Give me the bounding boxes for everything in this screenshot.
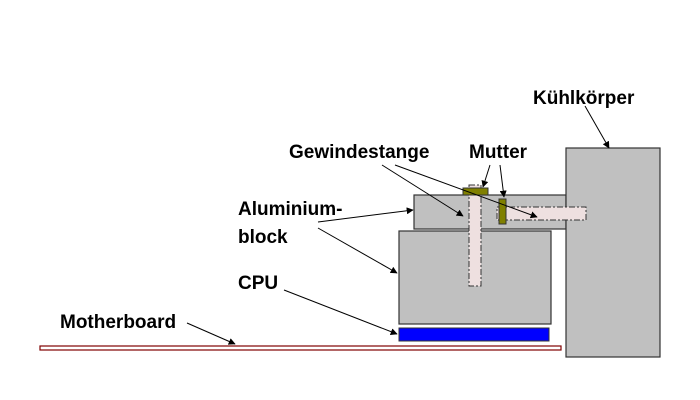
arrow-nut-2 [499,164,507,198]
label-nut: Mutter [469,142,528,163]
label-threaded-rod: Gewindestange [289,142,429,163]
threaded-rod-vertical [468,184,482,287]
nut-side [498,198,507,225]
arrow-heatsink [584,105,610,149]
heatsink [565,147,661,358]
arrow-cpu [283,289,398,335]
label-motherboard: Motherboard [60,312,176,333]
label-heatsink: Kühlkörper [533,88,635,109]
cpu [398,327,550,342]
label-cpu: CPU [238,273,278,294]
arrow-threaded-rod-1 [381,164,464,217]
arrow-motherboard [186,322,236,345]
motherboard [39,345,562,351]
threaded-rod-horizontal [496,206,587,221]
arrow-aluminium-2 [317,227,398,274]
arrow-aluminium-1 [317,207,414,223]
arrow-threaded-rod-2 [394,164,538,219]
label-aluminium-block-line2: block [238,227,288,248]
label-aluminium-block-line1: Aluminium- [238,199,343,220]
arrow-nut-1 [481,164,491,188]
